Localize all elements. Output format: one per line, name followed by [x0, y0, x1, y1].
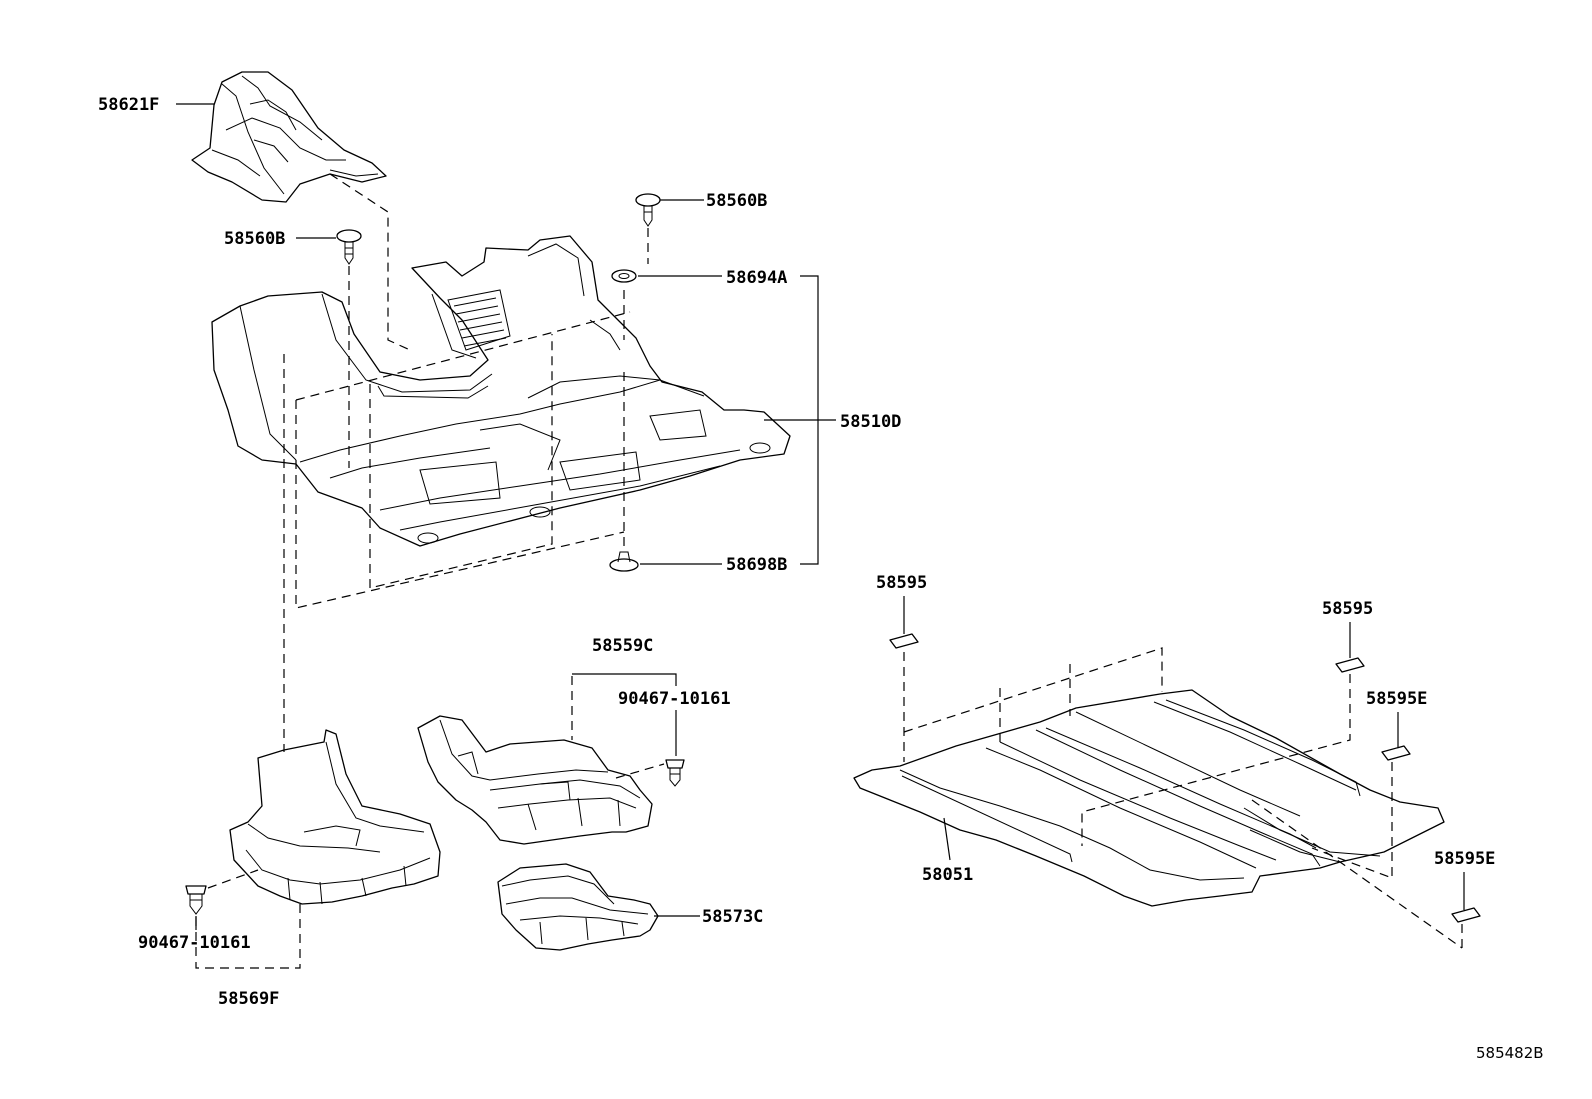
- part-labels: 58621F 58560B 58560B 58694A 58510D 58698…: [98, 95, 1544, 1062]
- fastener-58595-right-pad: [1335, 657, 1365, 673]
- part-58621F-dash-silencer: [191, 71, 387, 203]
- fastener-58595E-lower-pad: [1451, 907, 1481, 923]
- part-58510D-floor-carpet: [211, 235, 791, 547]
- label-58595-left: 58595: [876, 573, 927, 593]
- label-58595E-lower: 58595E: [1434, 849, 1495, 869]
- part-58569F-floor-silencer: [229, 729, 441, 905]
- fastener-58698B-clip: [609, 551, 639, 572]
- label-58569F: 58569F: [218, 989, 279, 1009]
- label-58051: 58051: [922, 865, 973, 885]
- label-58560B-left: 58560B: [224, 229, 285, 249]
- leader-lines: [176, 103, 1465, 930]
- fastener-58595-left-pad: [889, 633, 919, 649]
- fastener-90467-10161-right: [665, 759, 685, 787]
- label-58595E-upper: 58595E: [1366, 689, 1427, 709]
- part-58573C-rear-silencer: [497, 863, 659, 951]
- label-58595-right: 58595: [1322, 599, 1373, 619]
- fastener-90467-10161-left: [185, 885, 207, 915]
- label-58573C: 58573C: [702, 907, 763, 927]
- fastener-58595E-upper-pad: [1381, 745, 1411, 761]
- label-58621F: 58621F: [98, 95, 159, 115]
- label-58694A: 58694A: [726, 268, 787, 288]
- label-90467-10161-right: 90467-10161: [618, 689, 731, 709]
- fastener-58560B-left-clip: [336, 229, 362, 265]
- assembly-lines: [195, 173, 1463, 969]
- label-58559C: 58559C: [592, 636, 653, 656]
- diagram-reference-number: 585482B: [1476, 1044, 1544, 1062]
- part-58051-rear-floor-carpet: [853, 689, 1445, 907]
- part-58559C-center-silencer: [417, 715, 653, 845]
- label-58698B: 58698B: [726, 555, 787, 575]
- fastener-58694A-clip: [611, 269, 637, 283]
- fastener-58560B-right-clip: [635, 193, 661, 227]
- label-90467-10161-left: 90467-10161: [138, 933, 251, 953]
- label-58560B-top: 58560B: [706, 191, 767, 211]
- label-58510D: 58510D: [840, 412, 901, 432]
